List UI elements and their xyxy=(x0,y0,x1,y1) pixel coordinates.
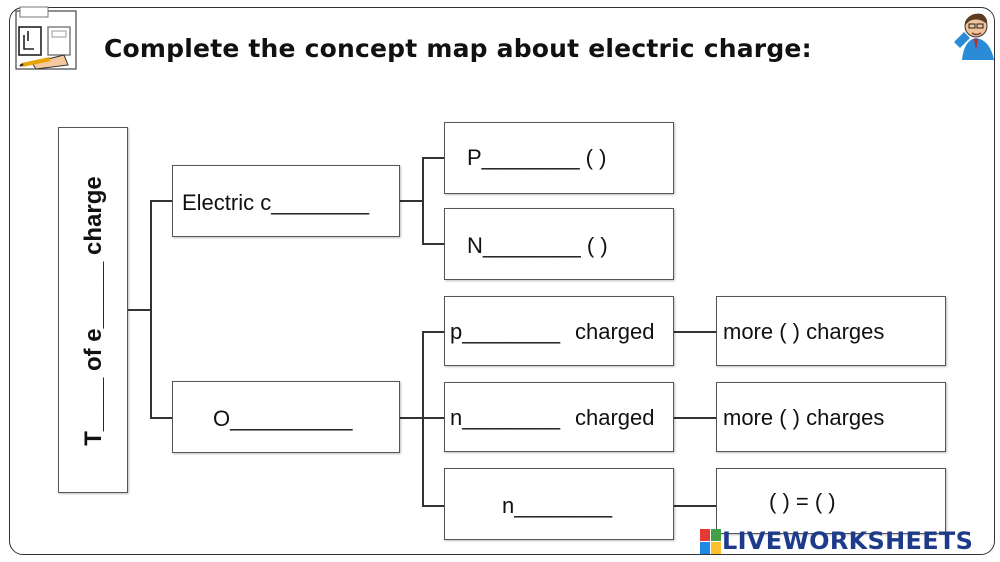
connector-to-neutral xyxy=(422,505,445,507)
page-title: Complete the concept map about electric … xyxy=(104,34,812,63)
positive-charge-blank[interactable]: P________ ( ) xyxy=(467,145,607,170)
positive-charge-box: P________ ( ) xyxy=(444,122,674,194)
root-concept-label: T____ of e_____ charge xyxy=(80,176,107,446)
worksheet-frame xyxy=(9,7,995,555)
connector-root-vertical xyxy=(150,200,152,417)
connector-to-neg-charged xyxy=(422,417,445,419)
connector-electric-out xyxy=(400,200,422,202)
positively-charged-box: p________ charged xyxy=(444,296,674,366)
negatively-charged-box: n________ charged xyxy=(444,382,674,452)
equal-charges-box: ( ) = ( ) xyxy=(716,468,946,534)
liveworksheets-logo-icon xyxy=(700,529,721,554)
negative-charge-blank[interactable]: N________ ( ) xyxy=(467,233,608,258)
origin-box: O__________ xyxy=(172,381,400,453)
writing-worksheet-icon xyxy=(15,6,77,70)
connector-neutral-to-equal xyxy=(673,505,718,507)
more-charges-blank-1[interactable]: more ( ) charges xyxy=(723,319,885,344)
brand-name: LIVEWORKSHEETS xyxy=(722,527,974,555)
connector-pos-to-more xyxy=(673,331,718,333)
neutral-box: n________ xyxy=(444,468,674,540)
negative-charge-box: N________ ( ) xyxy=(444,208,674,280)
connector-to-positive xyxy=(422,157,445,159)
more-charges-box-1: more ( ) charges xyxy=(716,296,946,366)
positively-charged-word: charged xyxy=(575,319,655,344)
origin-blank[interactable]: O__________ xyxy=(213,406,353,431)
electric-charge-box: Electric c________ xyxy=(172,165,400,237)
connector-to-electric xyxy=(150,200,173,202)
connector-to-negative xyxy=(422,243,445,245)
connector-root xyxy=(128,309,150,311)
connector-to-origin xyxy=(150,417,173,419)
electric-charge-blank[interactable]: Electric c________ xyxy=(182,190,370,215)
positively-charged-blank[interactable]: p________ xyxy=(450,319,561,344)
root-concept-box: T____ of e_____ charge xyxy=(58,127,128,493)
teacher-avatar-icon xyxy=(954,13,994,60)
neutral-blank[interactable]: n________ xyxy=(502,493,613,518)
negatively-charged-word: charged xyxy=(575,405,655,430)
more-charges-blank-2[interactable]: more ( ) charges xyxy=(723,405,885,430)
connector-neg-to-more xyxy=(673,417,718,419)
connector-electric-vertical xyxy=(422,157,424,243)
equal-charges-blank[interactable]: ( ) = ( ) xyxy=(769,489,836,514)
more-charges-box-2: more ( ) charges xyxy=(716,382,946,452)
connector-origin-out xyxy=(400,417,422,419)
connector-to-pos-charged xyxy=(422,331,445,333)
negatively-charged-blank[interactable]: n________ xyxy=(450,405,561,430)
